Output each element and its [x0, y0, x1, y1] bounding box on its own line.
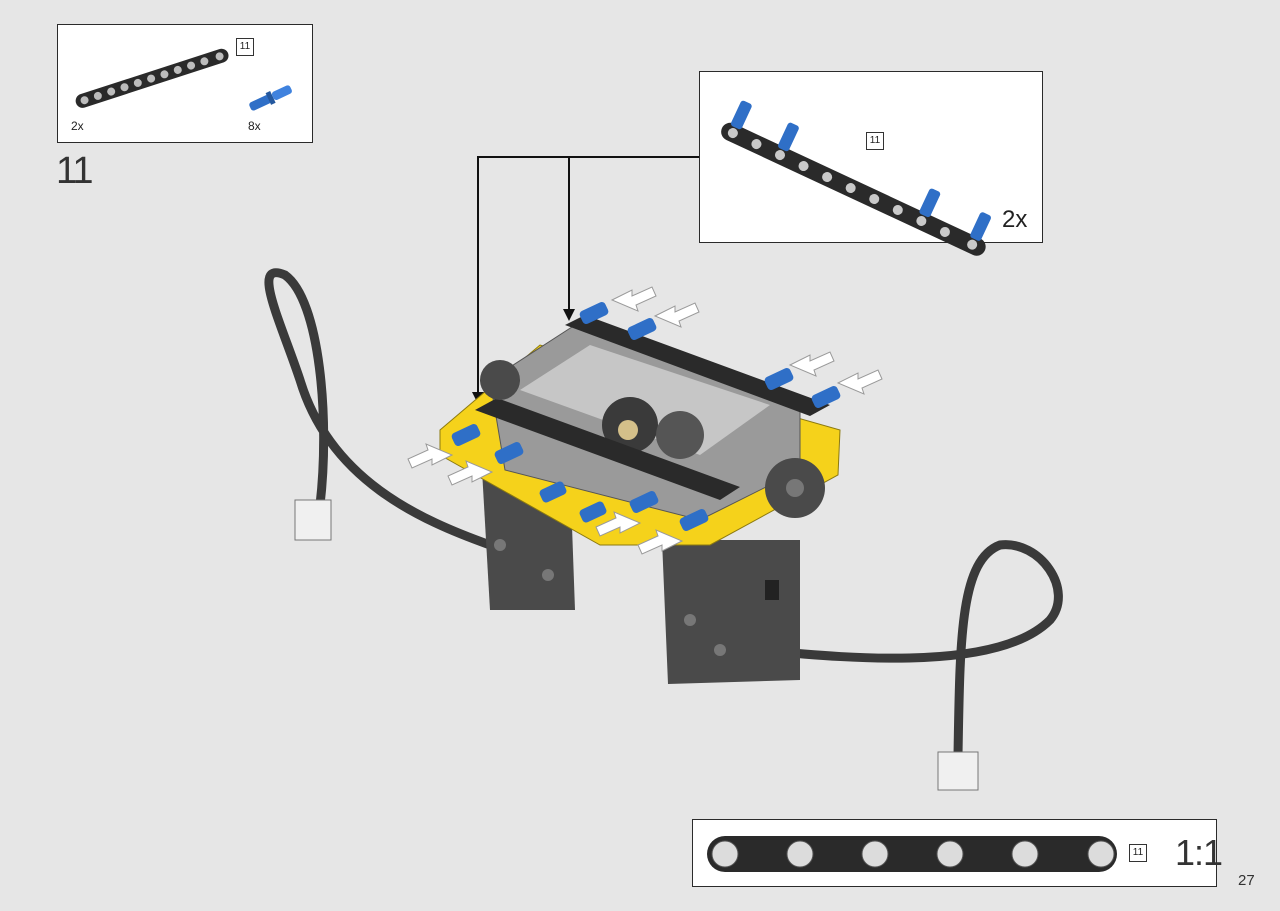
left-cable-connector: [294, 499, 332, 541]
scale-beam-image: [707, 836, 1117, 872]
beam-quantity: 2x: [71, 119, 84, 133]
page-number: 27: [1238, 872, 1255, 889]
subassembly-box: 11 2x: [699, 71, 1043, 256]
subassembly-quantity: 2x: [1002, 206, 1028, 233]
scale-beam-length-badge: 11: [1129, 844, 1147, 862]
scale-reference-box: 11 1:1: [692, 819, 1223, 887]
beam-length-badge: 11: [236, 38, 254, 56]
pin-part-image: [249, 85, 292, 111]
round-hub-left: [480, 360, 520, 400]
gray-body-top: [520, 345, 770, 455]
right-cable: [755, 540, 1063, 760]
gear-area: [602, 397, 704, 459]
insertion-arrows: [407, 286, 883, 555]
right-motor: [662, 540, 800, 684]
step-number: 11: [56, 150, 93, 192]
top-front-beam: [475, 398, 740, 500]
subassembly-beam-length-badge: 11: [866, 132, 884, 150]
pin-quantity: 8x: [248, 119, 261, 133]
beam-part-image: [75, 48, 229, 108]
right-cable-connector: [937, 751, 979, 791]
scale-label: 1:1: [1175, 832, 1223, 873]
left-cable: [264, 268, 495, 550]
subassembly-image: [721, 100, 991, 256]
top-back-beam: [565, 315, 830, 416]
blue-pins: [451, 302, 841, 531]
parts-list-box: 11 2x 8x: [57, 24, 313, 143]
